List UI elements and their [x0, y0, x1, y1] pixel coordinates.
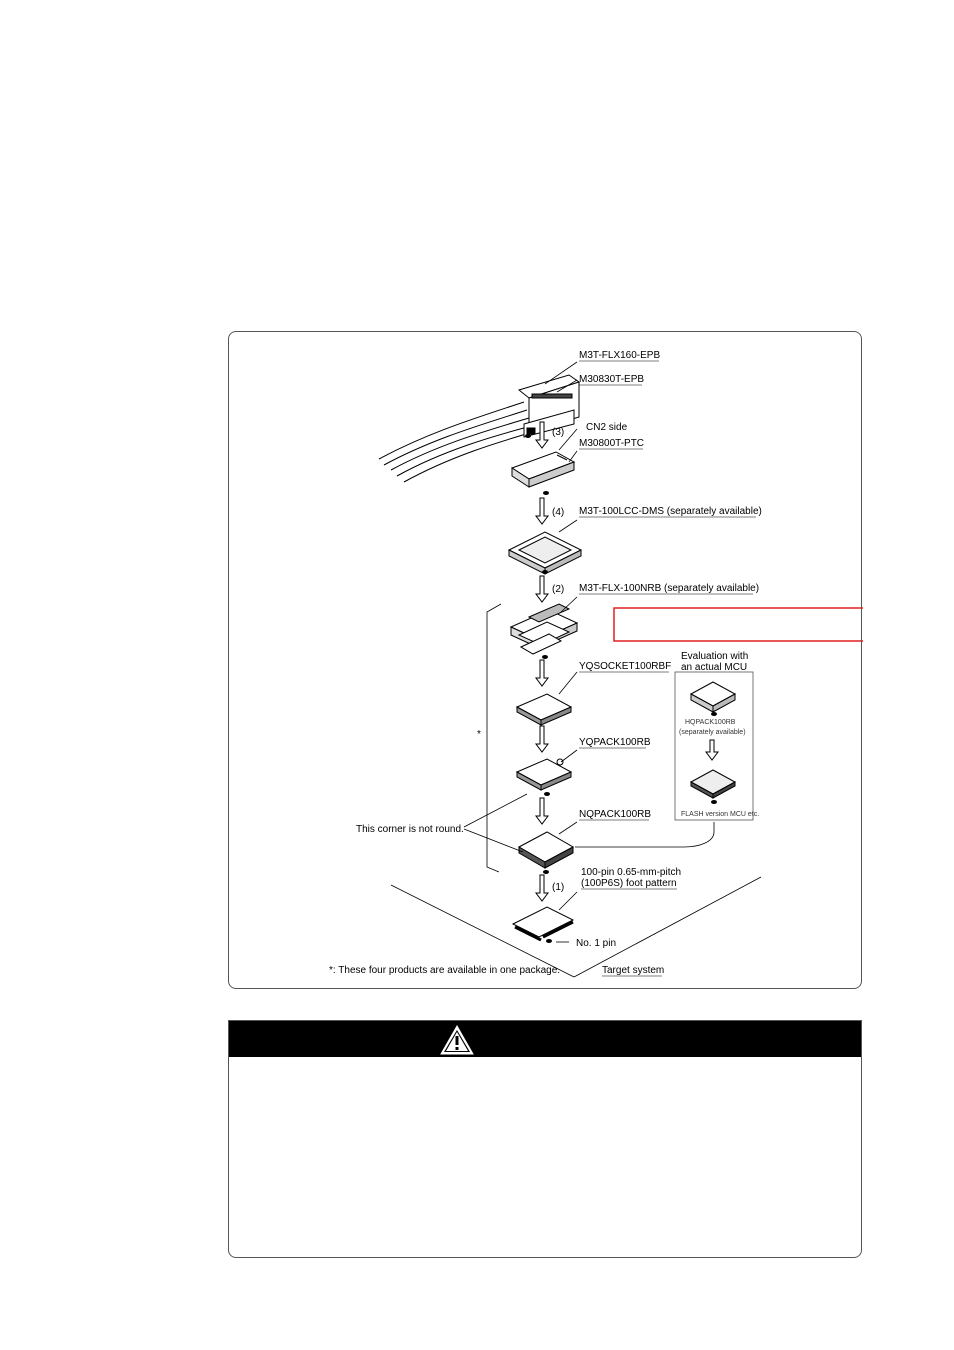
- label-asterisk: *: [477, 729, 481, 740]
- pin-marker: [525, 434, 531, 438]
- label-nqpack: NQPACK100RB: [579, 809, 651, 820]
- label-target: Target system: [602, 965, 664, 976]
- label-flashmcu: FLASH version MCU etc.: [681, 811, 759, 818]
- label-step2: (2): [552, 584, 564, 595]
- label-corner: This corner is not round.: [356, 824, 464, 835]
- label-hqpack: HQPACK100RB: [685, 719, 736, 726]
- package-bracket: [486, 603, 502, 873]
- foot-pattern: [511, 906, 575, 942]
- target-system-outline: [390, 876, 762, 978]
- label-eval2: an actual MCU: [681, 662, 747, 673]
- label-hqsep: (separately available): [679, 729, 746, 736]
- highlight-box: [613, 607, 863, 642]
- assembly-arrows: [535, 421, 549, 902]
- lcc-adapter: [507, 531, 583, 575]
- label-pin1: No. 1 pin: [576, 938, 616, 949]
- label-step4: (4): [552, 507, 564, 518]
- flx100-board: [509, 603, 579, 655]
- label-eval1: Evaluation with: [681, 651, 748, 662]
- caution-header: [229, 1021, 861, 1057]
- label-foot1: 100-pin 0.65-mm-pitch: [581, 867, 681, 878]
- label-epb: M30830T-EPB: [579, 374, 644, 385]
- label-ptc: M30800T-PTC: [579, 438, 644, 449]
- eval-box: [674, 671, 754, 821]
- label-foot2: (100P6S) foot pattern: [581, 878, 677, 889]
- nqpack: [517, 831, 575, 869]
- connection-figure: M3T-FLX160-EPB M30830T-EPB (3) CN2 side …: [228, 331, 863, 989]
- label-step1: (1): [552, 882, 564, 893]
- footnote: *: These four products are available in …: [329, 965, 560, 976]
- label-flx100: M3T-FLX-100NRB (separately available): [579, 583, 759, 594]
- connection-diagram: M3T-FLX160-EPB M30830T-EPB (3) CN2 side …: [329, 350, 863, 978]
- yqpack: [515, 758, 573, 791]
- leader-lines: [463, 361, 578, 943]
- yqsocket: [515, 693, 573, 726]
- label-lcc: M3T-100LCC-DMS (separately available): [579, 506, 762, 517]
- label-cn2: CN2 side: [586, 422, 628, 433]
- eval-arrow: [575, 822, 715, 848]
- label-yqpack: YQPACK100RB: [579, 737, 651, 748]
- ptc-board: [510, 451, 576, 488]
- caution-box: [228, 1020, 862, 1258]
- warning-triangle-icon: [440, 1024, 474, 1055]
- label-step3: (3): [552, 427, 564, 438]
- epb-board: [517, 374, 581, 438]
- cable-drawing: [378, 401, 534, 483]
- label-flx160: M3T-FLX160-EPB: [579, 350, 660, 361]
- label-socket: YQSOCKET100RBF: [579, 661, 671, 672]
